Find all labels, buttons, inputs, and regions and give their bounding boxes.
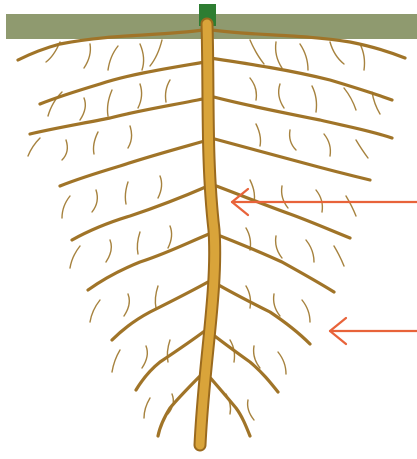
left-arrow-icon <box>330 318 417 344</box>
left-arrow-icon <box>232 189 417 215</box>
